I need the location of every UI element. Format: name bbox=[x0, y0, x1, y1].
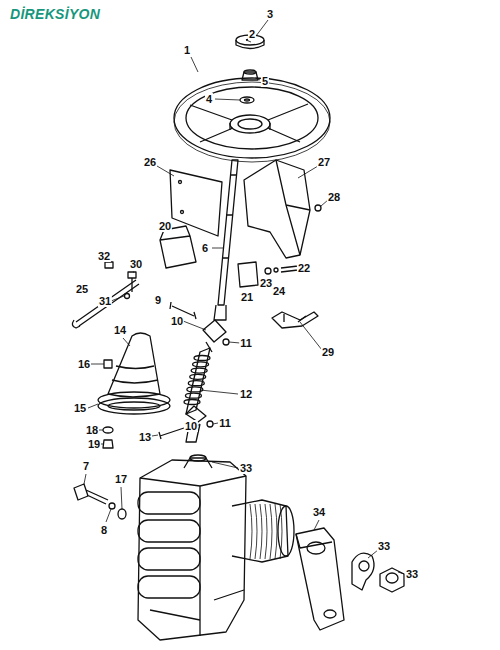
callout-number: 33 bbox=[377, 540, 391, 552]
coil-winding bbox=[190, 374, 206, 379]
coil-winding bbox=[191, 368, 207, 373]
callout-number: 10 bbox=[170, 315, 184, 327]
callout-number: 28 bbox=[327, 191, 341, 203]
coil-winding bbox=[187, 387, 203, 392]
coil-winding bbox=[193, 362, 209, 367]
steering-wheel bbox=[174, 78, 330, 162]
callout-number: 18 bbox=[85, 424, 99, 436]
callout-number: 13 bbox=[138, 431, 152, 443]
callout-number: 21 bbox=[240, 291, 254, 303]
callout-number: 26 bbox=[143, 156, 157, 168]
callout-number: 31 bbox=[98, 295, 112, 307]
callout-number: 20 bbox=[158, 220, 172, 232]
callout-number: 5 bbox=[261, 75, 269, 87]
callout-number: 14 bbox=[113, 324, 127, 336]
callout-number: 19 bbox=[87, 438, 101, 450]
callout-number: 30 bbox=[129, 258, 143, 270]
callout-number: 10 bbox=[184, 420, 198, 432]
callout-number: 11 bbox=[218, 417, 232, 429]
callout-number: 24 bbox=[272, 285, 286, 297]
callout-number: 15 bbox=[73, 402, 87, 414]
coil-winding bbox=[185, 393, 201, 398]
callout-number: 11 bbox=[239, 337, 253, 349]
callout-number: 33 bbox=[405, 568, 419, 580]
callout-number: 7 bbox=[82, 460, 90, 472]
leader-lines bbox=[84, 20, 404, 574]
callout-number: 6 bbox=[201, 242, 209, 254]
callout-number: 22 bbox=[297, 262, 311, 274]
callout-number: 9 bbox=[154, 294, 162, 306]
callout-number: 16 bbox=[77, 358, 91, 370]
callout-number: 12 bbox=[239, 388, 253, 400]
callout-number: 8 bbox=[100, 524, 108, 536]
callout-number: 33 bbox=[239, 462, 253, 474]
callout-number: 4 bbox=[205, 93, 213, 105]
callout-number: 32 bbox=[97, 250, 111, 262]
callout-number: 3 bbox=[266, 8, 274, 20]
page-title: DİREKSİYON bbox=[10, 6, 100, 22]
callout-number: 1 bbox=[183, 44, 191, 56]
callout-number: 25 bbox=[75, 283, 89, 295]
coil-winding bbox=[194, 356, 210, 361]
steering-gearbox bbox=[138, 455, 294, 640]
callout-number: 34 bbox=[312, 506, 326, 518]
callout-number: 2 bbox=[248, 28, 256, 40]
callout-number: 29 bbox=[321, 346, 335, 358]
coil-winding bbox=[184, 400, 200, 405]
thread-lines bbox=[250, 504, 282, 559]
coil-winding bbox=[188, 381, 204, 386]
callout-number: 27 bbox=[317, 156, 331, 168]
callout-number: 17 bbox=[114, 473, 128, 485]
